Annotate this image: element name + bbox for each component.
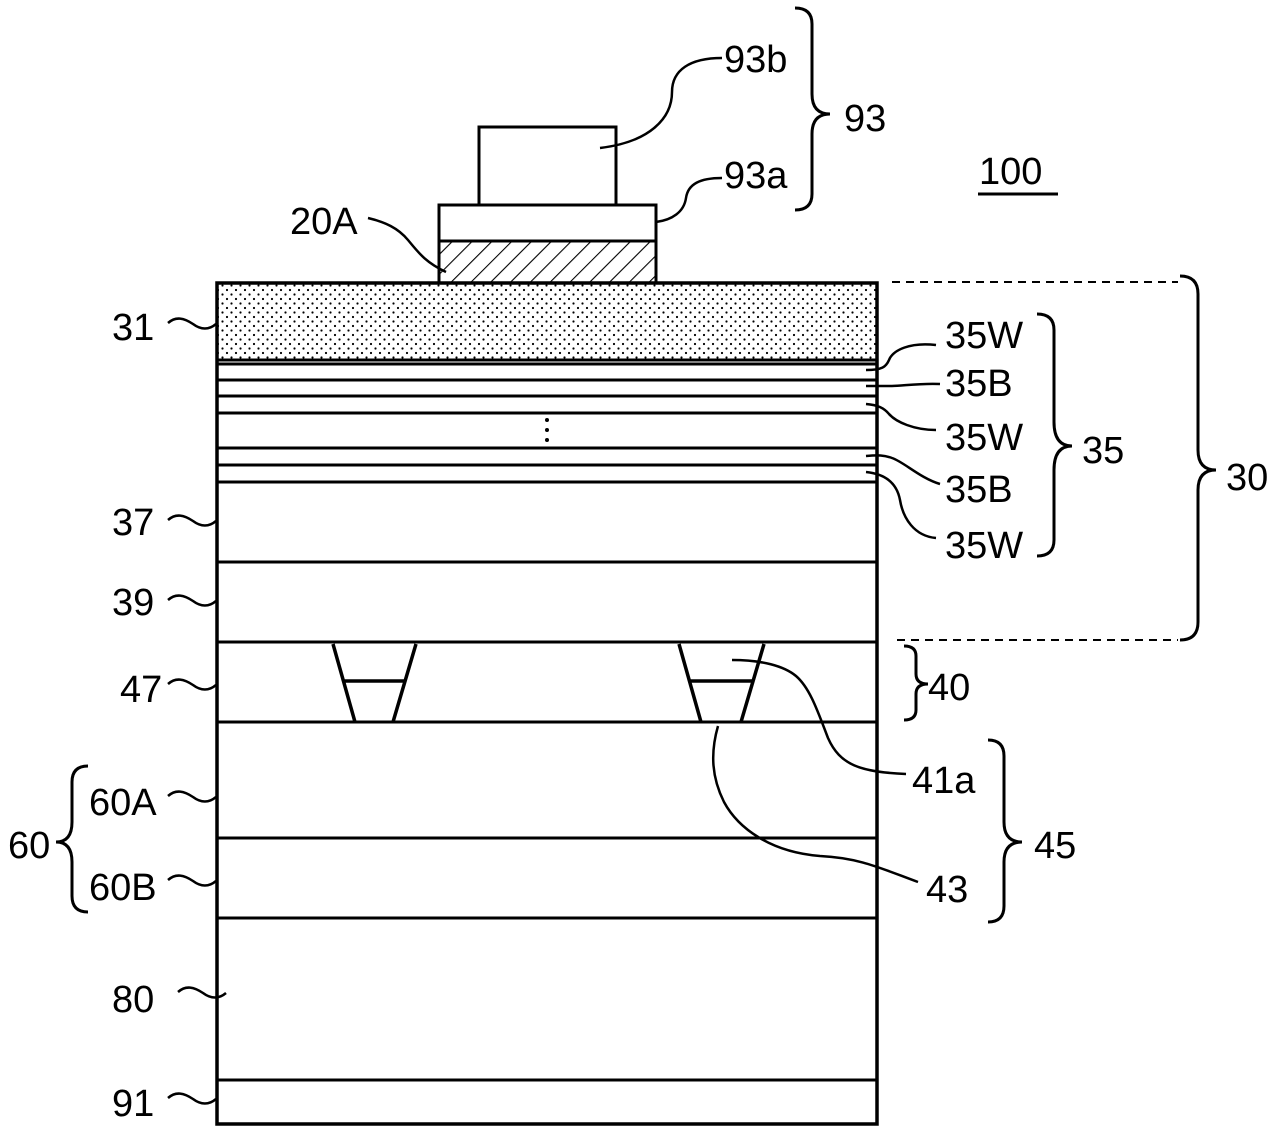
electrode-93b — [477, 125, 618, 207]
label-35w-3: 35W — [945, 525, 1023, 567]
label-39: 39 — [112, 582, 154, 624]
label-35w-1: 35W — [945, 315, 1023, 357]
label-35w-2: 35W — [945, 417, 1023, 459]
label-93a: 93a — [724, 155, 788, 197]
opening-right — [677, 643, 766, 723]
label-91: 91 — [112, 1083, 154, 1125]
label-35b-1: 35B — [945, 363, 1013, 405]
label-80: 80 — [112, 979, 154, 1021]
label-43: 43 — [926, 869, 968, 911]
brace-40 — [903, 644, 929, 722]
device-number-label: 100 — [979, 151, 1042, 193]
label-37: 37 — [112, 502, 154, 544]
label-93: 93 — [844, 98, 886, 140]
brace-45 — [987, 738, 1023, 924]
contact-layer-20a — [437, 239, 658, 285]
brace-30 — [1179, 274, 1217, 642]
opening-left — [331, 643, 418, 723]
label-60: 60 — [8, 825, 50, 867]
label-35: 35 — [1082, 430, 1124, 472]
layer-boundaries — [217, 560, 877, 1082]
label-60b: 60B — [89, 867, 157, 909]
label-30: 30 — [1226, 457, 1268, 499]
layer-stack-outline — [215, 281, 879, 1126]
label-20a: 20A — [290, 201, 358, 243]
layer-31 — [215, 281, 879, 362]
electrode-93a — [437, 203, 658, 243]
multilayer-35 — [217, 362, 877, 484]
brace-35 — [1036, 312, 1073, 558]
leader-lines — [167, 56, 941, 1105]
ellipsis-dots — [545, 418, 549, 442]
label-40: 40 — [928, 667, 970, 709]
brace-93 — [794, 6, 831, 212]
label-31: 31 — [112, 307, 154, 349]
label-41a: 41a — [912, 760, 976, 802]
label-93b: 93b — [724, 39, 787, 81]
brace-60 — [55, 764, 89, 914]
label-45: 45 — [1034, 825, 1076, 867]
label-47: 47 — [120, 669, 162, 711]
label-35b-2: 35B — [945, 469, 1013, 511]
label-60a: 60A — [89, 782, 157, 824]
